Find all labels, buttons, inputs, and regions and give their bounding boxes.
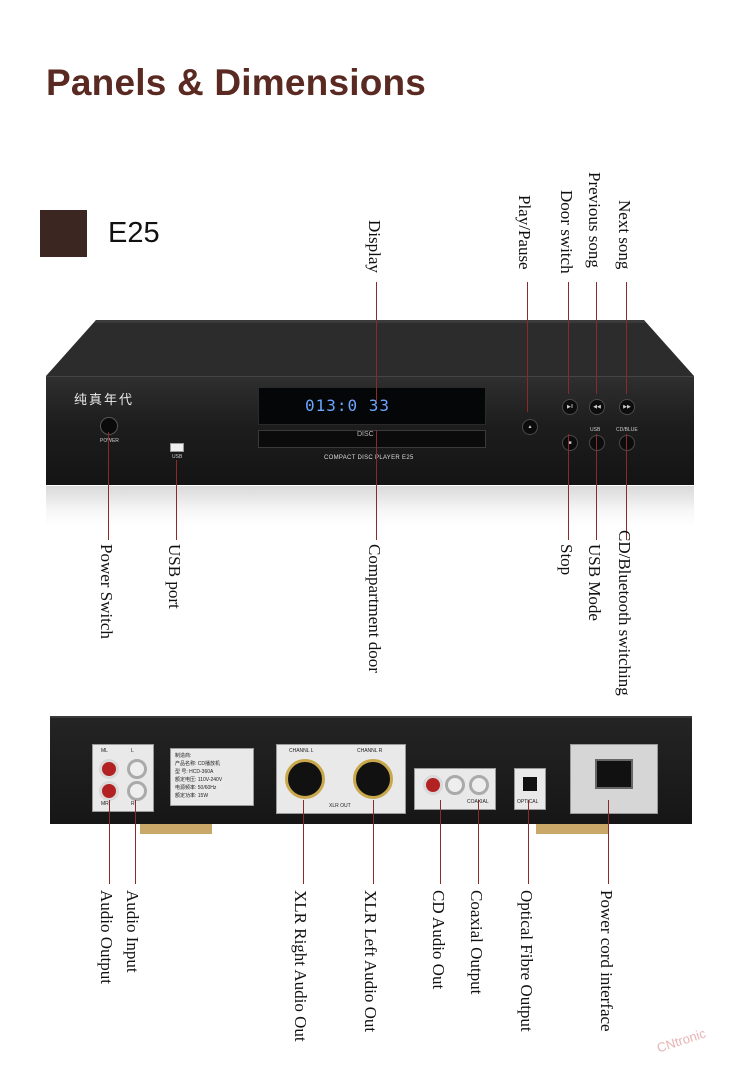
leader-optical: [528, 800, 529, 884]
cdblue-button-mark: CD/BLUE: [616, 427, 638, 433]
rca-audio-in-left[interactable]: [127, 759, 147, 779]
rca-cd-out-right[interactable]: [445, 775, 465, 795]
power-inlet-panel: [570, 744, 658, 814]
label-power-switch: Power Switch: [97, 544, 116, 639]
leader-xlr-left: [373, 800, 374, 884]
power-mark: POWER: [100, 438, 119, 444]
leader-cd-out: [440, 800, 441, 884]
label-stop: Stop: [557, 544, 576, 576]
model-name: E25: [108, 217, 160, 249]
leader-usb-mode: [596, 434, 597, 540]
rca-audio-out-left[interactable]: [99, 759, 119, 779]
label-optical-output: Optical Fibre Output: [517, 890, 536, 1032]
leader-xlr-right: [303, 800, 304, 884]
iec-power-inlet[interactable]: [595, 759, 633, 789]
rca-audio-in-right[interactable]: [127, 781, 147, 801]
usb-port[interactable]: [170, 443, 184, 452]
usb-mode-button[interactable]: [589, 435, 605, 451]
play-pause-button[interactable]: ▶‖: [562, 399, 578, 415]
label-xlr-left: XLR Left Audio Out: [361, 890, 380, 1033]
leader-usb-port: [176, 460, 177, 540]
label-audio-output: Audio Output: [97, 890, 116, 984]
cd-coax-panel: COAXIAL: [414, 768, 496, 810]
leader-stop: [568, 434, 569, 540]
cd-bluetooth-button[interactable]: [619, 435, 635, 451]
rca-audio-out-right[interactable]: [99, 781, 119, 801]
label-xlr-right: XLR Right Audio Out: [291, 890, 310, 1042]
coaxial-mark: COAXIAL: [467, 799, 489, 805]
usb-mark: USB: [172, 454, 183, 460]
xlr-out-mark: XLR OUT: [329, 803, 351, 809]
label-usb-mode: USB Mode: [585, 544, 604, 621]
label-door-switch: Door switch: [557, 190, 576, 274]
label-usb-port: USB port: [165, 544, 184, 609]
label-audio-input: Audio Input: [123, 890, 142, 973]
spec-line: 型 号: HCD-360A: [175, 769, 214, 775]
watermark-logo: CNtronic: [654, 1025, 708, 1056]
back-panel: ML L MR R 制造商: 产品名称: CD播放机 型 号: HCD-360A…: [50, 716, 692, 834]
brand-logo: 纯真年代: [74, 393, 135, 408]
disc-logo: DISC: [357, 431, 374, 438]
l-mark: L: [131, 748, 134, 754]
disc-tray[interactable]: [258, 430, 486, 448]
leader-play-pause: [527, 282, 528, 412]
usb-button-mark: USB: [590, 427, 601, 433]
xlr-right-jack[interactable]: [353, 759, 393, 799]
label-compartment-door: Compartment door: [365, 544, 384, 673]
optical-panel: OPTICAL: [514, 768, 546, 810]
front-reflection: [46, 486, 694, 526]
label-cd-bluetooth: CD/Bluetooth switching: [615, 530, 634, 696]
color-swatch: [40, 210, 87, 257]
rca-coaxial[interactable]: [469, 775, 489, 795]
label-power-cord: Power cord interface: [597, 890, 616, 1032]
label-coaxial-output: Coaxial Output: [467, 890, 486, 995]
front-panel: 纯真年代 POWER USB 013:0 33 DISC COMPACT DIS…: [46, 376, 694, 485]
model-mark: COMPACT DISC PLAYER E25: [324, 455, 414, 461]
leader-compartment: [376, 430, 377, 540]
front-device-top: [46, 320, 694, 376]
spec-line: 产品名称: CD播放机: [175, 761, 221, 767]
stop-button[interactable]: ■: [562, 435, 578, 451]
power-button[interactable]: [100, 417, 118, 435]
page-title: Panels & Dimensions: [46, 62, 427, 103]
label-play-pause: Play/Pause: [515, 195, 534, 270]
leader-display: [376, 282, 377, 402]
leader-next: [626, 282, 627, 394]
leader-power: [108, 432, 109, 540]
audio-io-panel: ML L MR R: [92, 744, 154, 812]
display-readout: 013:0 33: [305, 396, 391, 415]
mr-mark: MR: [101, 801, 109, 807]
leader-cd-bt: [626, 434, 627, 540]
leader-audio-output: [109, 800, 110, 884]
xlr-left-jack[interactable]: [285, 759, 325, 799]
optical-mark: OPTICAL: [517, 799, 538, 805]
rear-foot-left: [140, 824, 212, 834]
spec-line: 额定电压: 110V-240V: [175, 777, 223, 783]
eject-button[interactable]: ▲: [522, 419, 538, 435]
spec-line: 制造商:: [175, 753, 192, 759]
spec-line: 额定功率: 15W: [175, 793, 209, 799]
next-button[interactable]: ▶▶: [619, 399, 635, 415]
optical-jack[interactable]: [523, 777, 537, 791]
previous-button[interactable]: ◀◀: [589, 399, 605, 415]
leader-power-cord: [608, 800, 609, 884]
label-previous-song: Previous song: [585, 172, 604, 268]
channel-r-mark: CHANNL R: [357, 748, 383, 754]
spec-line: 电源频率: 50/60Hz: [175, 785, 217, 791]
label-cd-audio-out: CD Audio Out: [429, 890, 448, 990]
leader-previous: [596, 282, 597, 394]
label-display: Display: [365, 220, 384, 273]
channel-l-mark: CHANNL L: [289, 748, 314, 754]
spec-label: 制造商: 产品名称: CD播放机 型 号: HCD-360A 额定电压: 110…: [170, 748, 254, 806]
leader-door: [568, 282, 569, 394]
xlr-panel: CHANNL L CHANNL R XLR OUT: [276, 744, 406, 814]
leader-coaxial: [478, 800, 479, 884]
label-next-song: Next song: [615, 200, 634, 270]
rear-foot-right: [536, 824, 608, 834]
vfd-display: 013:0 33: [258, 387, 486, 425]
rca-cd-out-left[interactable]: [423, 775, 443, 795]
leader-audio-input: [135, 800, 136, 884]
r-mark: R: [131, 801, 135, 807]
ml-mark: ML: [101, 748, 108, 754]
